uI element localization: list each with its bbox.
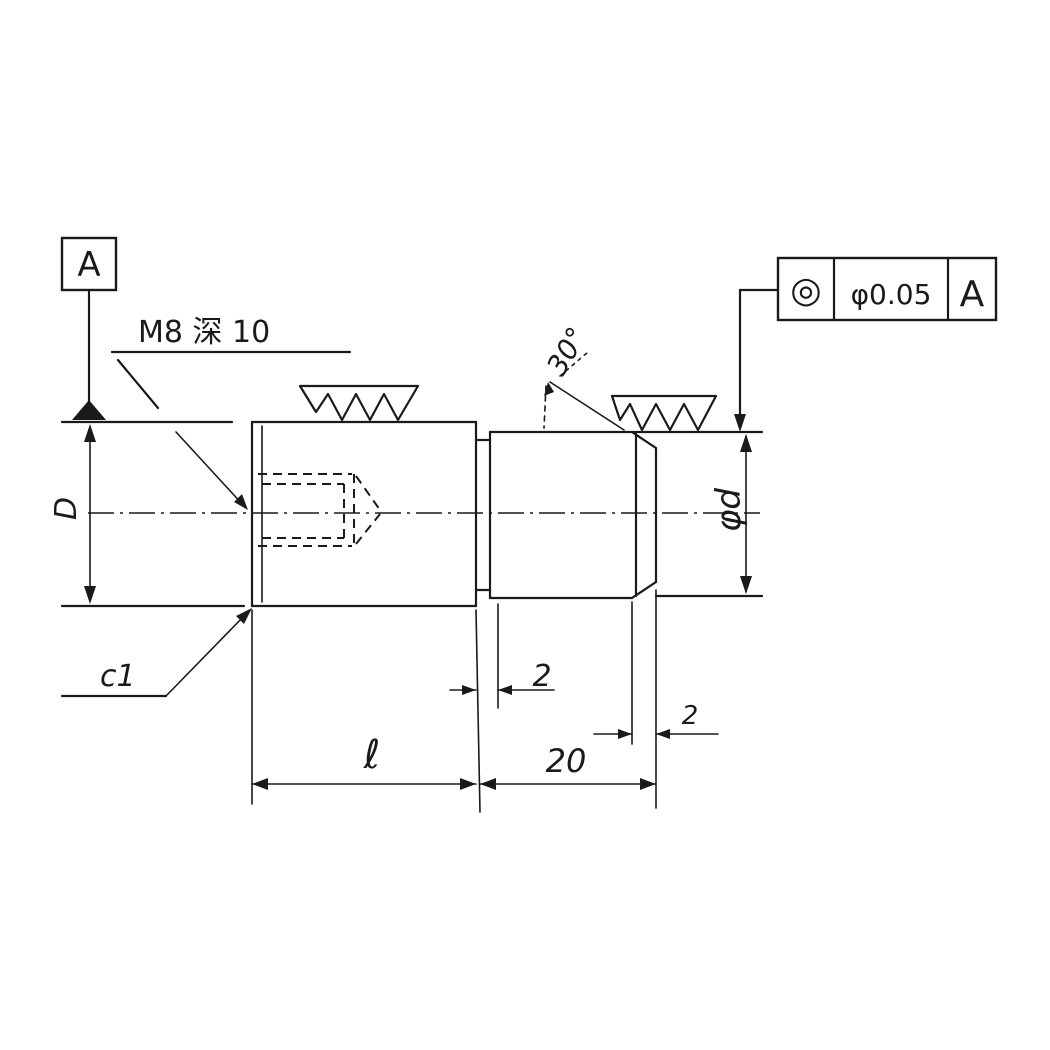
length-large-label: ℓ bbox=[363, 732, 381, 778]
angle-text: 30° bbox=[540, 321, 593, 380]
large-cylinder bbox=[250, 420, 478, 608]
chamfer-text: c1 bbox=[100, 659, 136, 694]
datum-a-label: A bbox=[77, 245, 100, 285]
groove bbox=[474, 430, 492, 600]
small-cylinder bbox=[488, 430, 658, 600]
chamfer-callout: c1 bbox=[60, 608, 252, 698]
datum-a-symbol: A bbox=[60, 236, 118, 420]
feature-control-frame: ◎ φ0.05 A bbox=[734, 256, 998, 432]
chamfer-width-label: 2 bbox=[682, 701, 699, 731]
dim-d-small: φd bbox=[709, 434, 752, 594]
dim-phid-label: φd bbox=[709, 488, 749, 532]
thread-note-text: M8 深 10 bbox=[138, 315, 270, 350]
datum-triangle bbox=[72, 400, 106, 420]
angle-callout: 30° bbox=[540, 321, 625, 431]
datum-reference: A bbox=[960, 274, 985, 315]
dim-length-small: 20 bbox=[479, 742, 657, 790]
surface-finish-mark-left bbox=[298, 384, 420, 422]
thread-note: M8 深 10 bbox=[110, 315, 352, 510]
dim-groove-width: 2 bbox=[449, 659, 555, 695]
concentricity-symbol: ◎ bbox=[790, 270, 821, 311]
dim-length-large: ℓ bbox=[251, 732, 477, 790]
dim-d-large: D bbox=[49, 424, 96, 604]
length-small-label: 20 bbox=[546, 742, 587, 780]
dim-d-label: D bbox=[49, 497, 84, 520]
groove-width-label: 2 bbox=[532, 659, 551, 694]
tolerance-value: φ0.05 bbox=[851, 278, 932, 311]
dim-chamfer-width: 2 bbox=[593, 701, 719, 739]
surface-finish-mark-right bbox=[610, 394, 718, 432]
